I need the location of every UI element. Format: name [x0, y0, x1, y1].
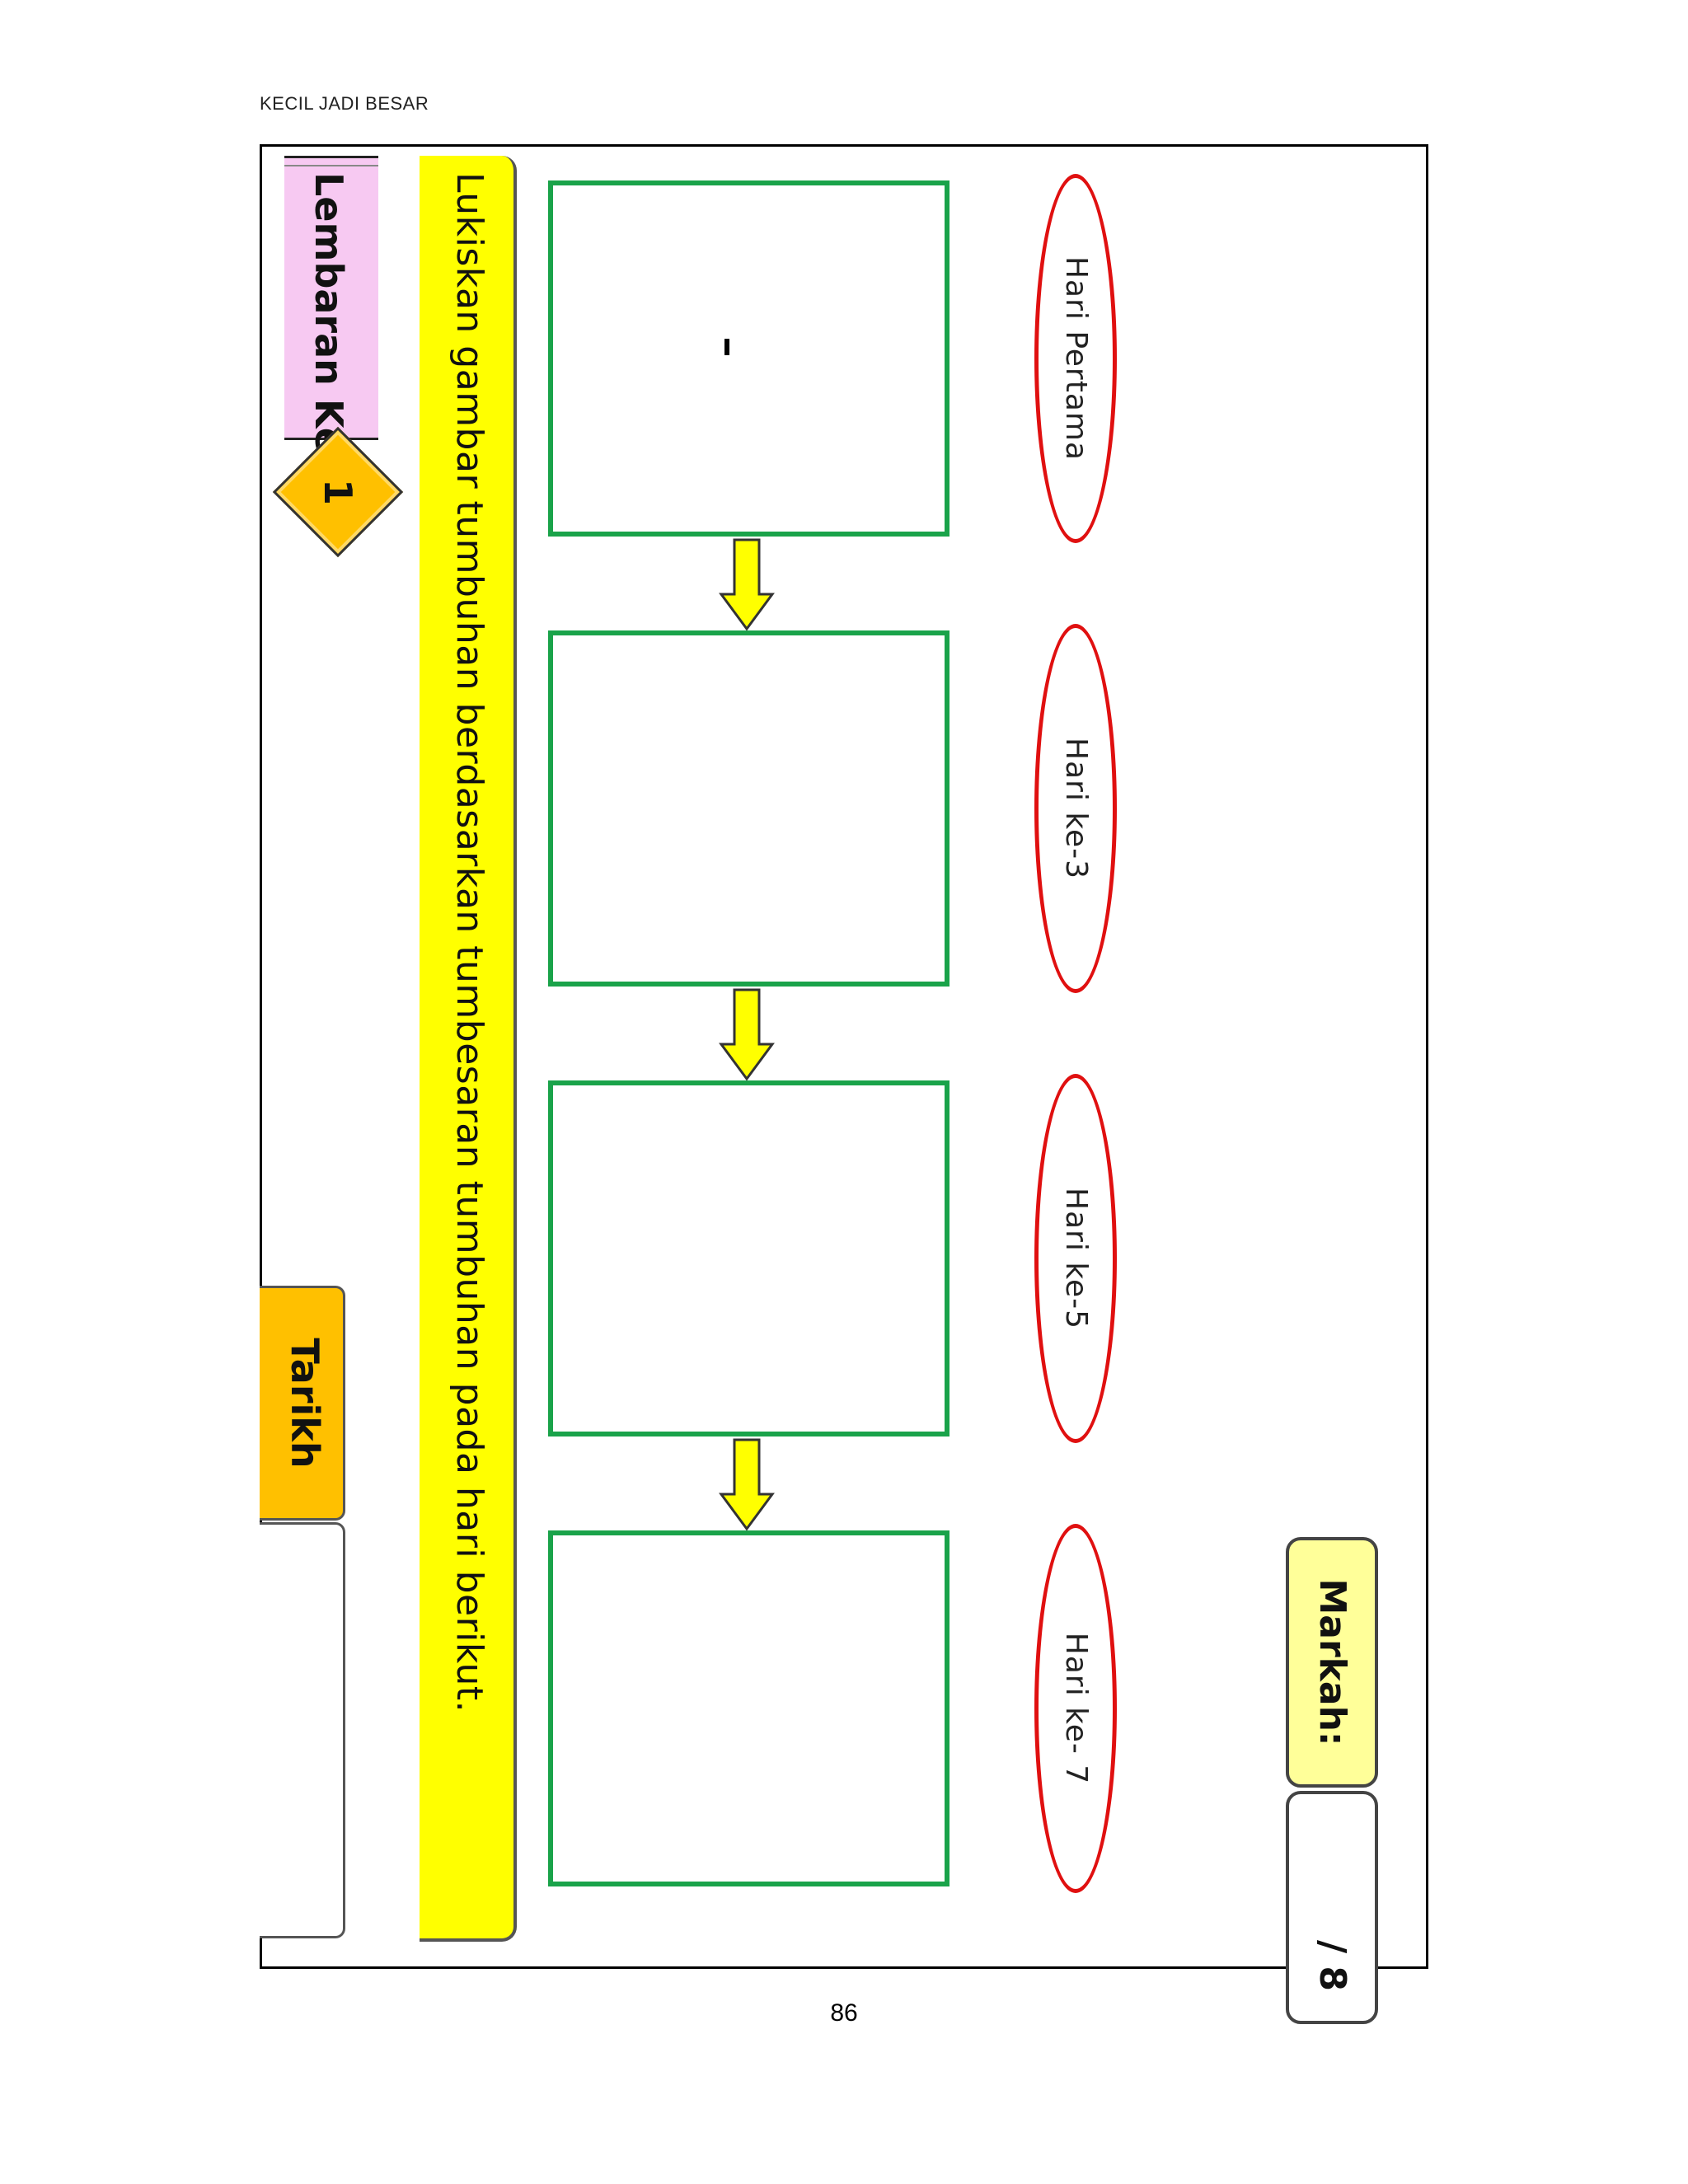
drawing-box-day-3[interactable] [548, 630, 950, 987]
arrow-right-icon [719, 988, 775, 1081]
marks-total: / 8 [1311, 1939, 1353, 1991]
drawing-box-day-5[interactable] [548, 1080, 950, 1436]
instruction-text: Lukiskan gambar tumbuhan berdasarkan tum… [448, 172, 490, 1713]
date-field[interactable] [260, 1522, 345, 1938]
worksheet-canvas: Lembaran Kerja 1 Tarikh Lukiskan gambar … [260, 156, 1409, 2024]
stage-label-day-1: Hari Pertama [1059, 255, 1093, 462]
arrow-right-icon [719, 538, 775, 631]
arrow-right-icon [719, 1438, 775, 1531]
date-label: Tarikh [283, 1338, 327, 1469]
page-header: KECIL JADI BESAR [260, 93, 429, 114]
stage-label-day-5: Hari ke-5 [1059, 1188, 1093, 1329]
pencil-mark [724, 339, 729, 355]
stage-label-day-7: Hari ke- 7 [1059, 1632, 1093, 1785]
marks-label: Markah: [1311, 1578, 1353, 1746]
drawing-box-day-1[interactable] [548, 180, 950, 537]
page-number: 86 [830, 1999, 858, 2027]
stage-label-day-3: Hari ke-3 [1059, 738, 1093, 879]
worksheet-number: 1 [316, 478, 360, 505]
drawing-box-day-7[interactable] [548, 1530, 950, 1886]
